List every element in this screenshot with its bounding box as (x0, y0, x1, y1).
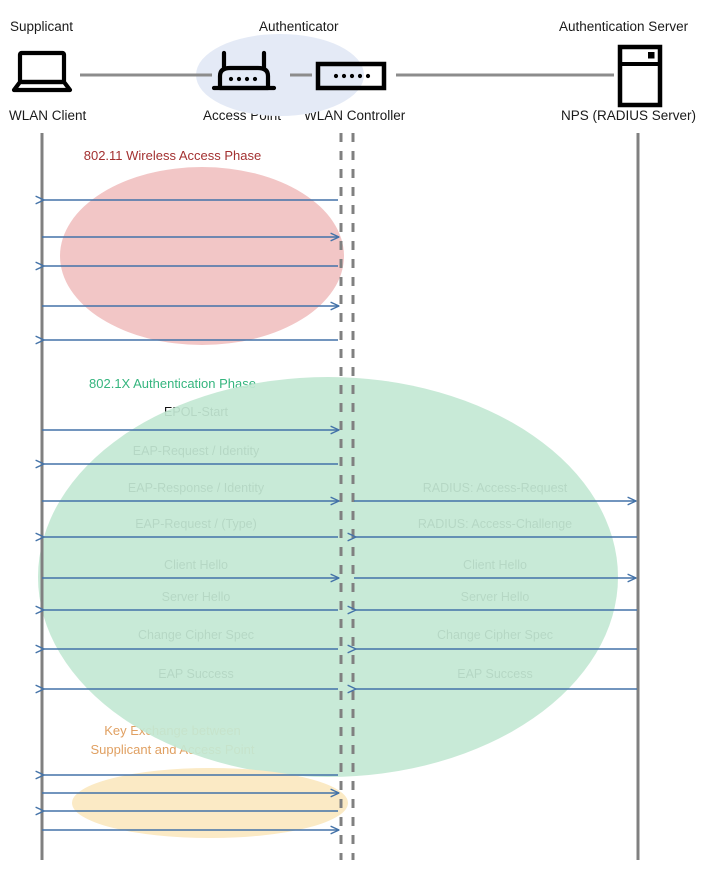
wlan-controller-icon (315, 61, 387, 91)
phase-title-802-11: 802.11 Wireless Access Phase (0, 146, 345, 165)
phase-region-802-1x (38, 377, 618, 777)
wireless-router-icon (211, 50, 277, 91)
device-label-wlan-client: WLAN Client (9, 108, 87, 123)
role-label-supplicant: Supplicant (10, 19, 74, 34)
phase-title-802-11-line1: 802.11 Wireless Access Phase (83, 148, 262, 163)
phase-title-802-1x-line1: 802.1X Authentication Phase (89, 376, 256, 391)
phase-region-802-11 (60, 167, 344, 345)
server-icon (617, 44, 663, 108)
role-label-authenticator: Authenticator (259, 19, 339, 34)
authenticator-group-region (196, 34, 364, 116)
phase-region-key-exchange (72, 768, 348, 838)
device-label-wlan-controller: WLAN Controller (304, 108, 406, 123)
role-label-authentication-server: Authentication Server (559, 19, 689, 34)
phase-title-802-1x: 802.1X Authentication Phase (0, 374, 345, 393)
laptop-icon (11, 50, 73, 93)
wireless-router-leds-icon (228, 76, 258, 82)
device-label-nps-radius-server: NPS (RADIUS Server) (561, 108, 697, 123)
